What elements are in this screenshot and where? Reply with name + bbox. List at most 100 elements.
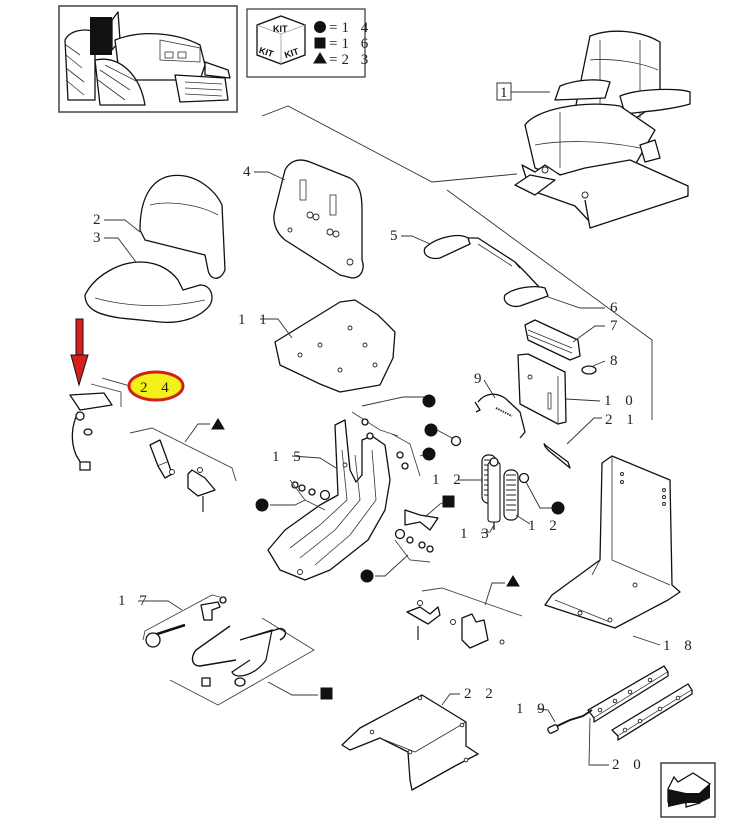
cable-kit[interactable] (169, 617, 333, 706)
callout-22-label: 2 2 (464, 686, 498, 702)
callout-3-label: 3 (93, 230, 106, 246)
callout-13-label: 1 3 (460, 526, 494, 542)
callout-15: 1 5 (272, 449, 337, 469)
previous-page-arrow-icon (667, 772, 712, 808)
callout-12a: 1 2 (432, 472, 482, 488)
callout-7: 7 (572, 318, 623, 343)
callout-5: 5 (390, 228, 431, 245)
kit-legend-square-value: =1 6 (329, 36, 372, 52)
kit-legend-triangle-value: =2 3 (329, 52, 372, 68)
callout-12a-label: 1 2 (432, 472, 466, 488)
callout-13: 1 3 (460, 524, 495, 542)
part-10-mount-plate[interactable] (517, 353, 567, 425)
kit-legend: KIT KIT KIT =1 4 =1 6 =2 3 (246, 8, 372, 78)
callout-9: 9 (474, 371, 496, 399)
kit-face-left: KIT (258, 45, 275, 59)
callout-21-label: 2 1 (605, 412, 639, 428)
callout-20-label: 2 0 (612, 757, 646, 773)
callout-6-label: 6 (610, 300, 623, 316)
callout-11-label: 1 1 (238, 312, 272, 328)
part-12-spring-right[interactable] (503, 469, 565, 521)
callout-21: 2 1 (566, 412, 639, 445)
kit-box-icon: KIT KIT KIT (256, 15, 306, 65)
previous-page-arrow-button[interactable] (660, 762, 716, 818)
callout-10-label: 1 0 (604, 393, 638, 409)
callout-2: 2 (93, 212, 141, 233)
callout-12b-label: 1 2 (528, 518, 562, 534)
filled-square-icon (320, 687, 333, 700)
tractor-thumbnail[interactable] (58, 5, 238, 113)
part-19-adjust-lever[interactable] (547, 709, 593, 734)
callout-3: 3 (93, 230, 137, 263)
callout-6: 6 (547, 296, 623, 316)
part-5-armrest-left[interactable] (423, 234, 521, 269)
callout-19: 1 9 (516, 701, 556, 723)
kit-face-right: KIT (283, 46, 300, 60)
callout-8-label: 8 (610, 353, 623, 369)
kit-legend-circle-value: =1 4 (329, 20, 372, 36)
part-11-seat-pan[interactable] (274, 299, 396, 393)
assembly-outline-lines (261, 105, 653, 420)
filled-circle-icon (360, 569, 374, 583)
hardware-set-left[interactable] (255, 479, 331, 512)
part-8-knob[interactable] (581, 365, 597, 375)
callout-1: 1 (496, 82, 550, 101)
callout-24-label: 2 4 (140, 380, 174, 396)
callout-7-label: 7 (610, 318, 623, 334)
part-9-handle[interactable] (474, 393, 526, 439)
callout-20: 2 0 (588, 717, 646, 773)
kit-face-top: KIT (273, 24, 288, 34)
callout-9-label: 9 (474, 371, 487, 387)
callout-24-highlighted[interactable]: 2 4 (90, 370, 185, 407)
part-2-backrest-cushion[interactable] (139, 174, 226, 279)
part-22-mounting-bracket[interactable] (341, 694, 479, 791)
callout-22: 2 2 (441, 686, 498, 706)
callout-12b: 1 2 (515, 514, 562, 534)
callout-1-label: 1 (500, 85, 513, 101)
filled-circle-icon (422, 447, 436, 461)
part-12-spring-left[interactable] (424, 423, 497, 504)
callout-11: 1 1 (238, 312, 293, 339)
part-20-slide-rails[interactable] (587, 665, 693, 741)
filled-circle-icon (424, 423, 438, 437)
red-pointer-arrow-icon (70, 318, 89, 387)
part-15-scissor-frame[interactable] (267, 419, 391, 581)
part-6-armrest-right[interactable] (503, 261, 549, 308)
callout-18: 1 8 (632, 635, 697, 654)
seatbelt-buckle-kit-left[interactable] (129, 418, 237, 512)
filled-circle-icon (255, 498, 269, 512)
callout-19-label: 1 9 (516, 701, 550, 717)
callout-17-label: 1 7 (118, 593, 152, 609)
part-13-damper[interactable] (487, 457, 501, 530)
callout-4: 4 (243, 164, 286, 181)
callout-8: 8 (592, 353, 623, 369)
part-18-base-housing[interactable] (544, 455, 681, 629)
callout-18-label: 1 8 (663, 638, 697, 654)
part-3-seat-cushion[interactable] (84, 261, 213, 324)
filled-triangle-icon (506, 575, 520, 587)
callout-10: 1 0 (565, 393, 638, 409)
filled-square-icon (314, 37, 326, 49)
part-24-seat-switch[interactable] (69, 392, 113, 471)
filled-circle-icon (314, 21, 326, 33)
filled-square-icon (442, 495, 455, 508)
callout-4-label: 4 (243, 164, 256, 180)
filled-circle-icon (422, 394, 436, 408)
callout-17: 1 7 (118, 593, 183, 611)
part-7-cover[interactable] (524, 319, 581, 361)
seatbelt-buckle-kit-right[interactable] (406, 575, 523, 649)
hardware-set-lower[interactable] (360, 528, 434, 583)
part-17-adjuster-kit[interactable] (142, 594, 227, 648)
filled-circle-icon (551, 501, 565, 515)
part-1-complete-seat[interactable] (514, 30, 691, 229)
callout-15-label: 1 5 (272, 449, 306, 465)
latch-lever-kit[interactable] (404, 495, 455, 531)
part-4-backrest-frame[interactable] (273, 159, 364, 279)
part-21-spring-clip[interactable] (543, 443, 571, 469)
tractor-cab-icon (64, 11, 231, 106)
callout-2-label: 2 (93, 212, 106, 228)
filled-triangle-icon (313, 52, 327, 64)
filled-triangle-icon (211, 418, 225, 430)
hardware-set-upper[interactable] (351, 394, 436, 477)
